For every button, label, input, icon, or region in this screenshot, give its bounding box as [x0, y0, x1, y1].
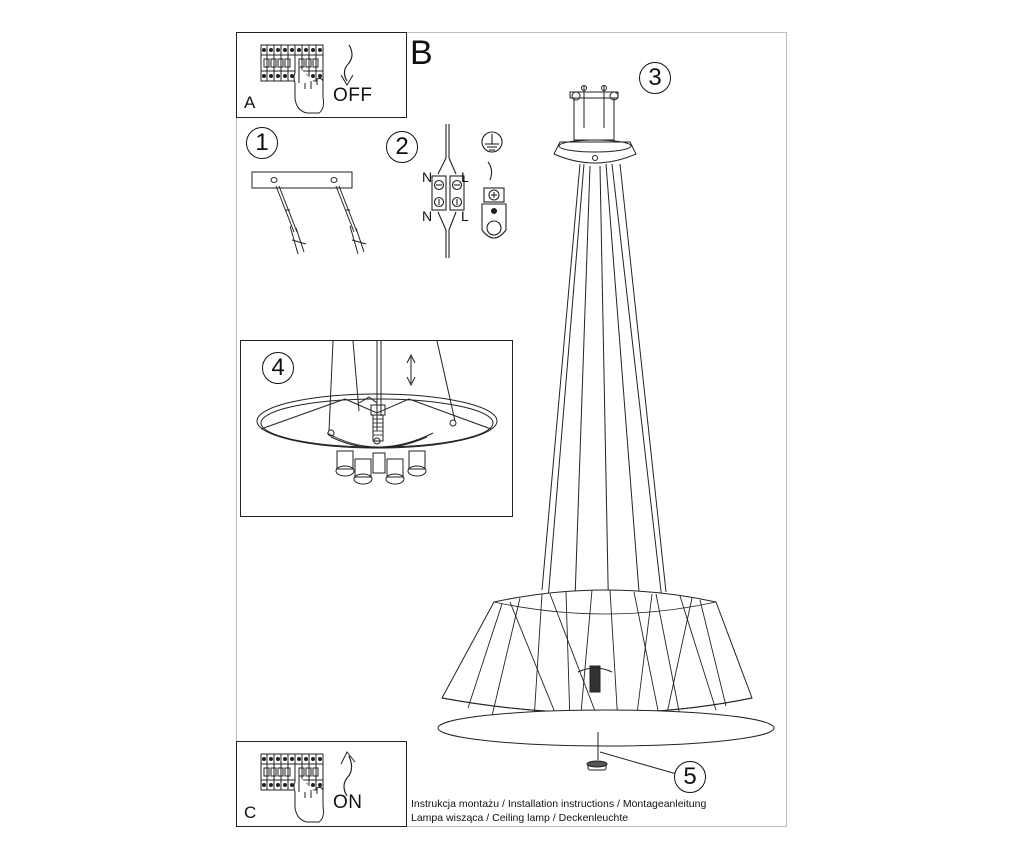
shade-frame-detail-drawing [256, 340, 498, 485]
step-3-badge: 3 [639, 62, 671, 94]
panel-c-switch-on: C ON [236, 741, 407, 827]
panel-c-letter: C [244, 803, 257, 822]
caption: Instrukcja montażu / Installation instru… [411, 797, 706, 825]
panel-a-switch-off: A OFF [236, 32, 407, 118]
wire-label-l-top: L [461, 169, 469, 185]
step-1-badge: 1 [246, 127, 278, 159]
step-4-badge: 4 [262, 352, 294, 384]
panel-4-detail: 4 [240, 340, 513, 517]
wire-label-n-top: N [422, 169, 433, 185]
breaker-panel-on-icon [260, 751, 356, 823]
caption-line-1: Instrukcja montażu / Installation instru… [411, 798, 707, 810]
caption-line-2: Lampa wisząca / Ceiling lamp / Deckenleu… [411, 812, 629, 824]
panel-a-letter: A [244, 93, 256, 112]
on-label: ON [333, 792, 363, 813]
step-3-number: 3 [648, 64, 662, 91]
step-1-number: 1 [255, 129, 269, 156]
breaker-panel-icon [260, 44, 354, 114]
instruction-sheet [236, 32, 787, 827]
step-2-badge: 2 [386, 131, 418, 163]
wire-label-n-bottom: N [422, 208, 433, 224]
step-2-number: 2 [395, 133, 409, 160]
off-label: OFF [333, 85, 373, 106]
step-5-badge: 5 [674, 761, 706, 793]
ceiling-anchor-drawing [251, 171, 367, 255]
wiring-terminal-drawing [431, 124, 507, 258]
step-5-number: 5 [683, 763, 697, 790]
wire-label-l-bottom: L [461, 208, 469, 224]
step-4-number: 4 [271, 354, 285, 381]
pendant-lamp-drawing [437, 85, 775, 776]
panel-b-letter: B [410, 34, 433, 72]
